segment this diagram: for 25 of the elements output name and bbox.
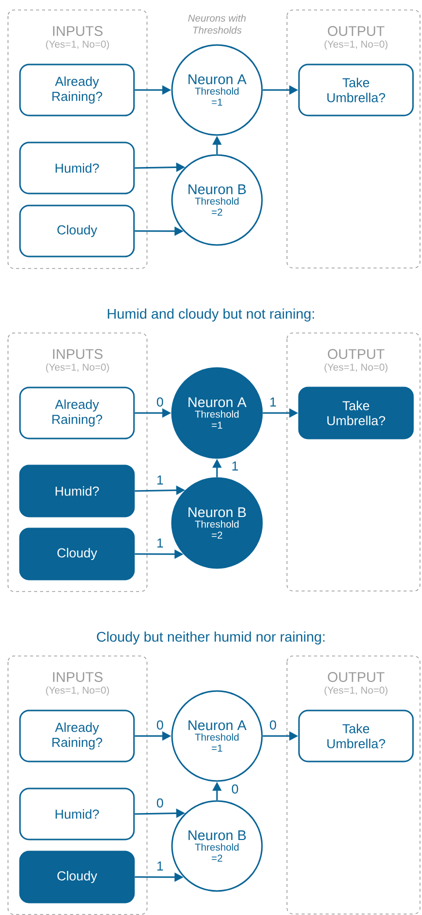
input-box: Take Umbrella?	[298, 710, 414, 762]
edge-label: 0	[270, 720, 276, 730]
input-box: Already Raining?	[19, 710, 135, 762]
edge-label: 1	[157, 862, 163, 870]
input-box: Cloudy	[19, 528, 135, 580]
input-box: Take Umbrella?	[298, 386, 414, 440]
input-box: Humid?	[19, 464, 135, 518]
input-box: Cloudy	[19, 204, 135, 258]
edge-label: 1	[270, 398, 276, 406]
input-box: Humid?	[19, 788, 135, 840]
edge-label: 0	[232, 784, 238, 794]
edge-label: 0	[156, 397, 164, 407]
note-text: Neurons with Thresholds	[188, 14, 246, 34]
input-box: Cloudy	[19, 850, 135, 904]
input-box: Humid?	[19, 142, 135, 194]
edge-label: 1	[157, 476, 163, 484]
panel-title: Humid and cloudy but not raining:	[108, 308, 314, 322]
input-box: Already Raining?	[19, 64, 135, 116]
edge-label: 0	[156, 720, 164, 730]
panel-title: Cloudy but neither humid nor raining:	[96, 631, 324, 645]
edge-label: 1	[232, 462, 238, 470]
edge-label: 1	[157, 538, 163, 548]
input-box: Already Raining?	[19, 386, 135, 440]
input-box: Take Umbrella?	[298, 64, 414, 116]
edge-label: 0	[156, 798, 164, 808]
